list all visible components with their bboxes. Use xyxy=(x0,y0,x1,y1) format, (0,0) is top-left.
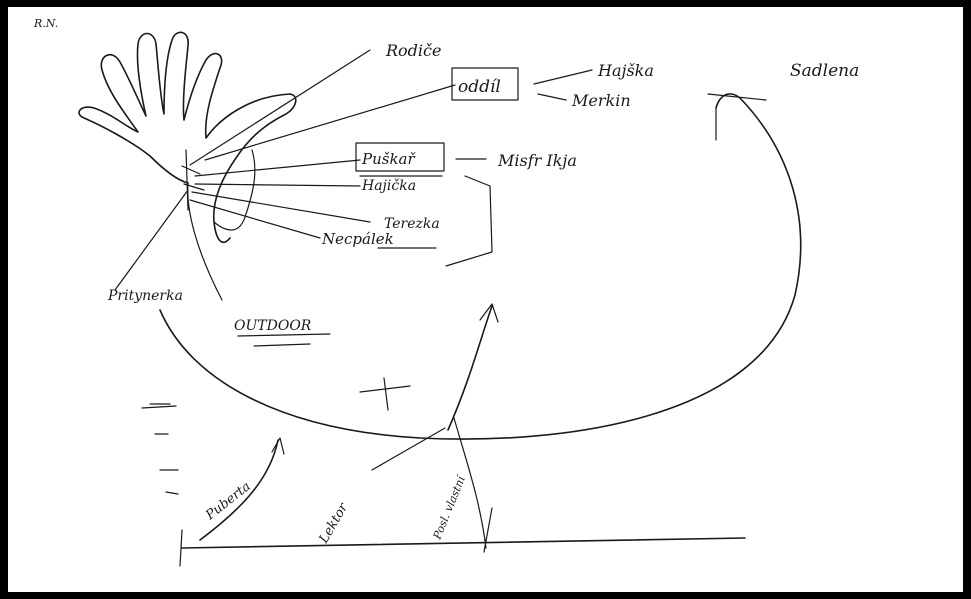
oddil-box xyxy=(451,67,519,101)
upward-arrow xyxy=(447,305,493,431)
label-puskar: Puškař xyxy=(361,150,416,168)
puberta-arrow xyxy=(199,439,279,541)
base-axis-start xyxy=(179,529,183,567)
corner-mark: R.N. xyxy=(33,17,58,30)
posl-line xyxy=(453,417,487,549)
label-outdoor: OUTDOOR xyxy=(234,318,312,334)
puberta-arrowhead xyxy=(271,437,285,455)
base-axis xyxy=(181,537,746,549)
paper xyxy=(8,7,963,592)
label-oddil: oddíl xyxy=(458,77,501,97)
label-terezka: Terezka xyxy=(384,216,440,232)
label-merkin: Merkin xyxy=(571,91,631,110)
label-necpalek: Necpálek xyxy=(321,230,394,248)
hand-outline xyxy=(78,31,297,244)
loop-arc xyxy=(159,93,802,440)
connector-dashes xyxy=(455,69,593,160)
label-hajicka: Hajička xyxy=(361,178,416,194)
loop-arc-arrowhead xyxy=(707,93,767,141)
lektor-arrow xyxy=(371,427,446,471)
label-pritynerka: Pritynerka xyxy=(107,288,183,304)
fan-lines xyxy=(114,49,456,291)
tick-marks xyxy=(141,333,411,495)
upward-arrowhead xyxy=(479,303,499,323)
label-hajska: Hajška xyxy=(597,61,654,80)
bracket xyxy=(445,175,493,267)
label-misfr-ikja: Misfr Ikja xyxy=(497,151,577,170)
label-sadlena: Sadlena xyxy=(790,61,859,81)
puskar-box xyxy=(355,142,445,172)
posl-tick xyxy=(483,507,493,553)
label-rodice: Rodiče xyxy=(385,41,441,60)
